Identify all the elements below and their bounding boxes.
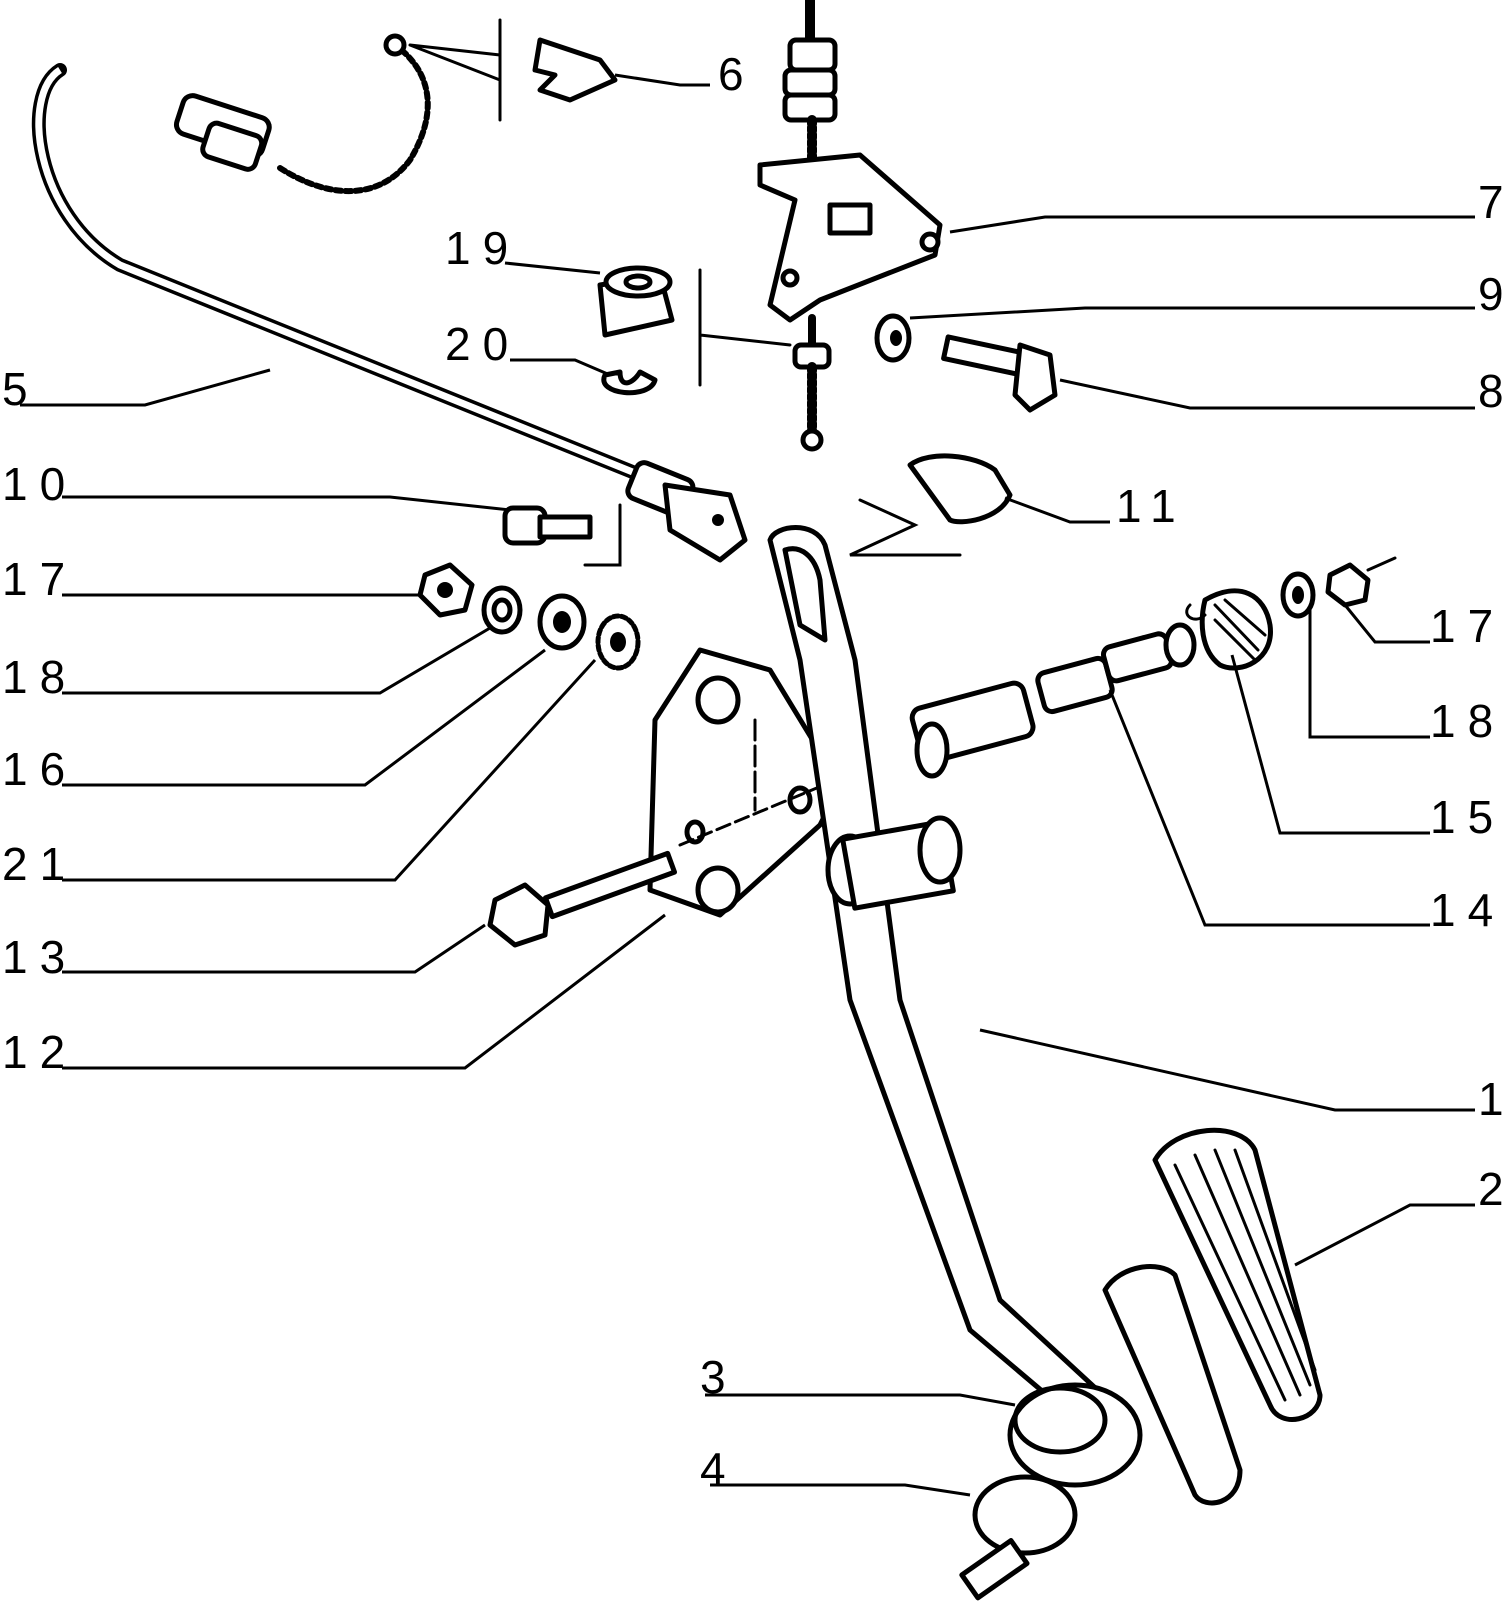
callout-3: 3 — [700, 1351, 738, 1403]
callout-18-right: 18 — [1430, 695, 1505, 747]
pedal-stop — [849, 453, 1013, 557]
callout-17-right: 17 — [1430, 600, 1505, 652]
callout-labels: 1 2 3 4 5 6 7 8 9 10 11 12 13 14 15 16 1… — [2, 48, 1509, 1495]
callout-8: 8 — [1478, 365, 1509, 417]
spring-washer-right — [1280, 571, 1316, 619]
callout-11: 11 — [1116, 480, 1188, 532]
nut-right — [1325, 556, 1397, 608]
callout-19: 19 — [445, 222, 520, 274]
callout-2: 2 — [1478, 1163, 1509, 1215]
callout-17-left: 17 — [2, 553, 77, 605]
stud — [959, 1474, 1078, 1601]
callout-10: 10 — [2, 458, 77, 510]
rubber-stop — [1007, 1382, 1143, 1488]
washer — [874, 313, 912, 363]
callout-15: 15 — [1430, 791, 1505, 843]
callout-14: 14 — [1430, 884, 1505, 936]
callout-20: 20 — [445, 318, 520, 370]
pedal-mounting-bracket — [647, 647, 843, 918]
callout-13: 13 — [2, 931, 77, 983]
leader-lines — [20, 73, 1475, 1497]
pedal-pad — [1102, 1127, 1323, 1506]
callout-16: 16 — [2, 743, 77, 795]
callout-7: 7 — [1478, 176, 1509, 228]
callout-9: 9 — [1478, 268, 1509, 320]
callout-18-left: 18 — [2, 651, 77, 703]
callout-6: 6 — [718, 48, 756, 100]
grommet — [597, 265, 675, 338]
toothed-washer — [595, 613, 641, 671]
callout-1: 1 — [1478, 1073, 1509, 1125]
callout-12: 12 — [2, 1026, 77, 1078]
bolt — [941, 334, 1058, 413]
nut — [417, 562, 475, 618]
screw — [502, 503, 622, 567]
callout-4: 4 — [700, 1443, 738, 1495]
retaining-clip — [601, 369, 658, 396]
pivot-bushing — [909, 622, 1197, 779]
callout-21: 21 — [2, 838, 77, 890]
callout-5: 5 — [2, 363, 40, 415]
pedal-arm — [767, 525, 1133, 1443]
accelerator-cable — [31, 33, 748, 563]
throttle-rod-and-bracket — [698, 0, 943, 452]
return-spring — [1185, 588, 1273, 671]
flat-washer — [481, 585, 523, 635]
cable-clip — [408, 18, 618, 122]
spring-washer — [537, 593, 587, 651]
